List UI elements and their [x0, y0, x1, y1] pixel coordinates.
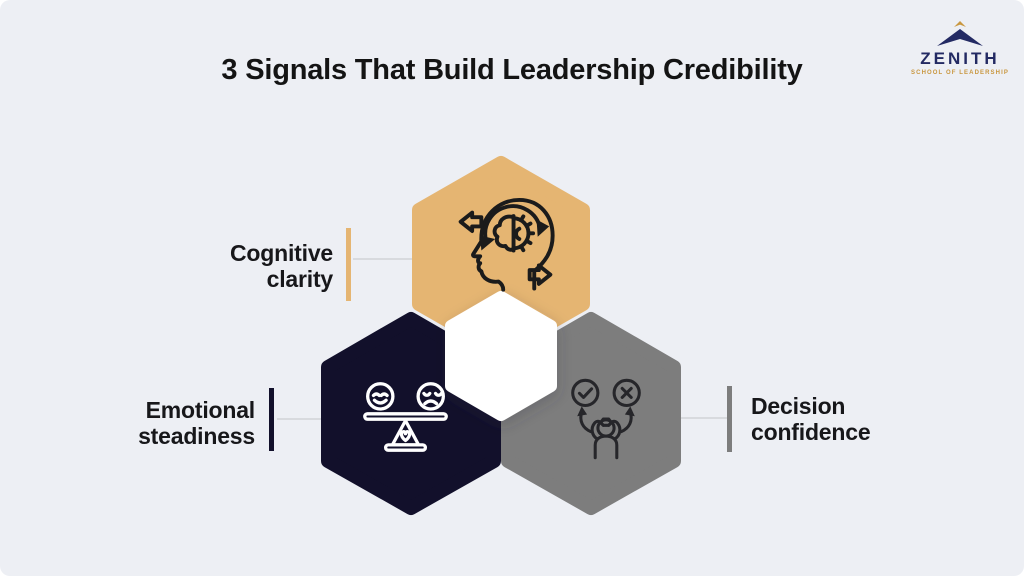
balance-faces-icon	[363, 382, 448, 452]
label-line: clarity	[266, 266, 334, 292]
label-line: Cognitive	[230, 240, 333, 266]
accent-bar-emotional	[269, 388, 274, 451]
person-check-x-icon	[571, 378, 641, 460]
brand-tagline: SCHOOL OF LEADERSHIP	[911, 70, 1009, 76]
brand-name: ZENITH	[920, 49, 1000, 68]
head-gear-cycle-icon	[458, 197, 555, 292]
accent-bar-cognitive	[346, 228, 351, 301]
label-line: Decision	[751, 393, 846, 419]
label-emotional-steadiness: Emotional steadiness	[60, 397, 255, 449]
label-cognitive-clarity: Cognitive clarity	[128, 240, 333, 292]
accent-bar-decision	[727, 386, 732, 452]
label-line: Emotional	[145, 397, 256, 423]
page-title: 3 Signals That Build Leadership Credibil…	[221, 54, 803, 86]
brand-logo: ZENITH SCHOOL OF LEADERSHIP	[902, 20, 1018, 76]
label-decision-confidence: Decision confidence	[751, 393, 981, 445]
hexagon-center	[445, 291, 557, 421]
label-line: steadiness	[138, 423, 255, 449]
zenith-mountain-icon	[937, 21, 983, 46]
label-line: confidence	[751, 419, 871, 445]
